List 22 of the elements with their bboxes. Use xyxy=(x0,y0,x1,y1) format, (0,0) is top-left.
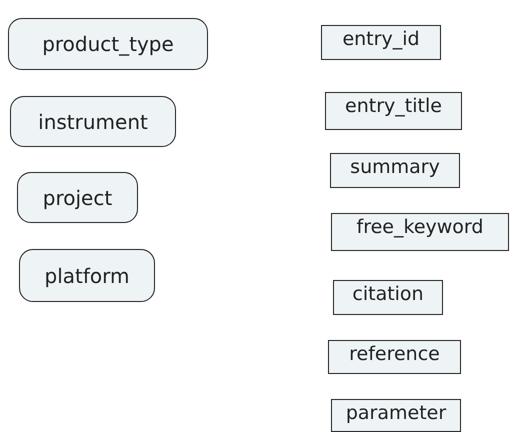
rounded-box xyxy=(19,249,155,302)
rounded-box xyxy=(17,172,138,223)
node-label: instrument xyxy=(38,110,148,134)
rounded-box xyxy=(8,18,208,70)
field-box xyxy=(331,213,509,251)
node-label: platform xyxy=(44,264,130,288)
field-box xyxy=(331,399,461,432)
node-label: summary xyxy=(350,156,440,178)
node-label: citation xyxy=(352,283,424,305)
field-box xyxy=(330,153,460,188)
node-label: entry_title xyxy=(345,95,442,117)
node-label: reference xyxy=(349,343,440,365)
rounded-box xyxy=(10,96,176,147)
node-label: parameter xyxy=(346,402,446,424)
field-box xyxy=(333,280,443,315)
node-label: product_type xyxy=(42,32,174,56)
field-box xyxy=(321,25,441,60)
node-label: entry_id xyxy=(342,28,420,50)
node-label: project xyxy=(42,186,112,210)
node-label: free_keyword xyxy=(356,216,484,238)
field-box xyxy=(328,340,461,374)
field-box xyxy=(325,92,462,130)
